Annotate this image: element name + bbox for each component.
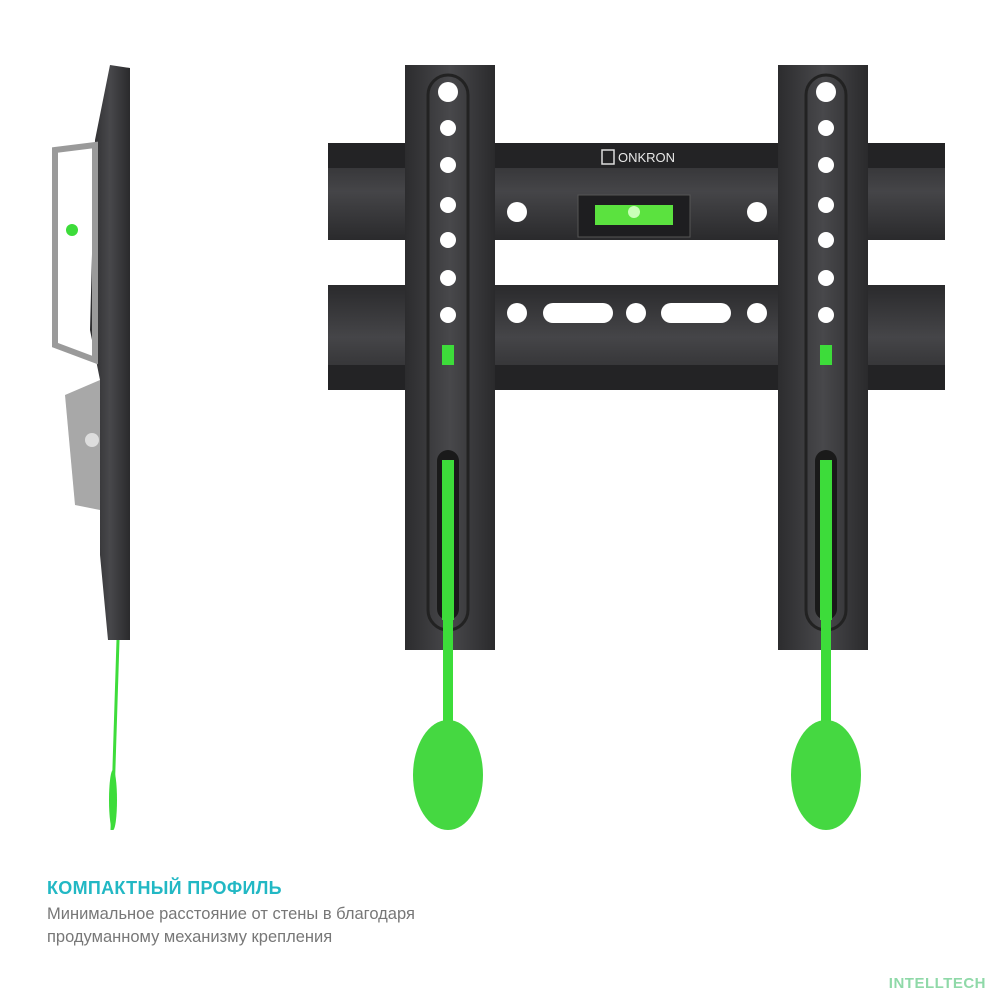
right-safety-pull-tab xyxy=(791,720,861,830)
left-mounting-arm xyxy=(405,65,495,830)
feature-description-line-2: продуманному механизму крепления xyxy=(47,928,333,946)
feature-caption: КОМПАКТНЫЙ ПРОФИЛЬ Минимальное расстояни… xyxy=(47,878,415,949)
left-safety-pull-tab xyxy=(413,720,483,830)
feature-title: КОМПАКТНЫЙ ПРОФИЛЬ xyxy=(47,878,282,898)
feature-description-line-1: Минимальное расстояние от стены в благод… xyxy=(47,905,415,923)
right-mounting-arm xyxy=(778,65,868,830)
side-profile-view xyxy=(52,65,130,831)
svg-text:ONKRON: ONKRON xyxy=(618,150,675,165)
onkron-logo: ONKRON xyxy=(601,149,675,165)
watermark: INTELLTECH xyxy=(888,975,986,992)
